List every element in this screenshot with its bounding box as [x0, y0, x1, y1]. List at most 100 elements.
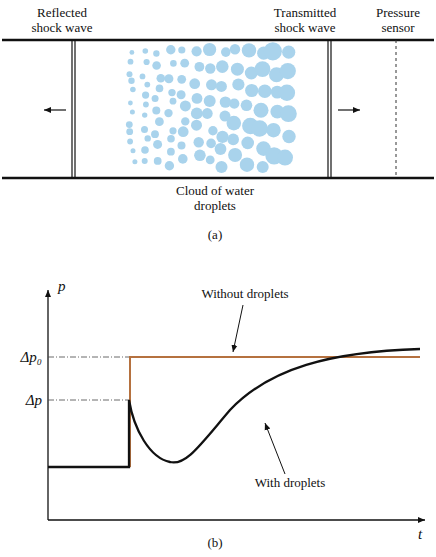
- shock-front: [74, 40, 75, 178]
- droplet: [167, 135, 175, 143]
- curve-label: Without droplets: [201, 287, 288, 302]
- droplet: [191, 108, 203, 120]
- droplet: [194, 150, 206, 162]
- droplet: [266, 123, 280, 137]
- droplet: [130, 109, 135, 114]
- droplet: [203, 43, 216, 56]
- droplet: [127, 139, 133, 145]
- guide-line: [48, 400, 130, 401]
- wave-label: Transmitted shock wave: [267, 6, 343, 36]
- droplet: [128, 78, 134, 84]
- droplet: [230, 44, 240, 54]
- droplet: [204, 95, 216, 107]
- droplet: [264, 42, 282, 60]
- wave-label: Reflected shock wave: [26, 6, 98, 36]
- sensor-label: Pressure sensor: [368, 6, 428, 36]
- droplet: [206, 79, 217, 90]
- droplet: [216, 60, 229, 73]
- cloud-label: Cloud of water droplets: [165, 184, 265, 214]
- droplet: [168, 89, 175, 96]
- level-label: Δp₀: [20, 349, 42, 366]
- droplet: [216, 131, 228, 143]
- curve-without: [130, 357, 420, 467]
- droplet: [140, 74, 146, 80]
- guide-line: [48, 357, 130, 358]
- droplet: [282, 46, 295, 59]
- droplet: [202, 108, 213, 119]
- x-axis: [48, 519, 425, 520]
- droplet: [232, 78, 244, 90]
- droplet: [181, 117, 189, 125]
- droplet: [279, 85, 295, 101]
- droplet: [206, 139, 216, 149]
- droplet: [155, 117, 164, 126]
- droplet: [170, 60, 177, 67]
- curve-with: [48, 349, 420, 467]
- droplet: [215, 143, 227, 155]
- y-axis: [47, 290, 48, 520]
- droplet: [142, 112, 147, 117]
- leader-arrow: [265, 423, 285, 474]
- droplet: [282, 130, 295, 143]
- droplet: [126, 121, 133, 128]
- droplet: [128, 59, 134, 65]
- shock-front: [327, 40, 328, 178]
- droplet: [152, 107, 160, 115]
- droplet: [132, 159, 137, 164]
- droplet: [169, 127, 176, 134]
- droplet: [241, 100, 253, 112]
- droplet-cloud: [126, 42, 297, 173]
- droplet: [251, 120, 268, 137]
- droplet: [206, 156, 215, 165]
- droplet: [166, 45, 175, 54]
- droplet: [180, 100, 191, 111]
- droplet: [178, 126, 189, 137]
- motion-arrow: [338, 109, 360, 110]
- motion-arrow: [44, 109, 66, 110]
- droplet: [164, 74, 173, 83]
- droplet: [157, 74, 166, 83]
- droplet: [141, 126, 148, 133]
- droplet: [178, 154, 188, 164]
- droplet: [178, 46, 185, 53]
- droplet: [255, 61, 271, 77]
- axis-label: p: [58, 278, 66, 295]
- sensor-line: [396, 40, 397, 178]
- droplet: [143, 102, 149, 108]
- droplet: [153, 140, 162, 149]
- droplet: [156, 85, 164, 93]
- droplet: [151, 130, 159, 138]
- droplet: [153, 50, 159, 56]
- droplet: [205, 63, 215, 73]
- droplet: [141, 146, 149, 154]
- droplet: [220, 96, 231, 107]
- droplet: [154, 157, 162, 165]
- droplet: [280, 63, 296, 79]
- droplet: [130, 87, 136, 93]
- droplet: [194, 137, 204, 147]
- shock-front: [330, 40, 331, 178]
- droplet: [277, 150, 293, 166]
- droplet: [152, 95, 159, 102]
- droplet: [242, 43, 256, 57]
- droplet: [229, 99, 239, 109]
- droplet: [126, 128, 133, 135]
- droplet: [180, 59, 189, 68]
- droplet: [257, 161, 269, 173]
- droplet: [165, 161, 174, 170]
- tube-wall: [2, 177, 434, 180]
- curve-label: With droplets: [255, 476, 326, 491]
- droplet: [164, 109, 172, 117]
- droplet: [170, 98, 177, 105]
- droplet: [142, 158, 148, 164]
- droplet: [258, 84, 272, 98]
- droplet: [208, 126, 217, 135]
- droplet: [189, 78, 200, 89]
- tube-wall: [2, 39, 434, 42]
- droplet: [144, 82, 150, 88]
- droplet: [130, 50, 135, 55]
- shock-front: [71, 40, 72, 178]
- droplet: [143, 48, 149, 54]
- droplet: [191, 120, 202, 131]
- axis-label: t: [418, 526, 422, 543]
